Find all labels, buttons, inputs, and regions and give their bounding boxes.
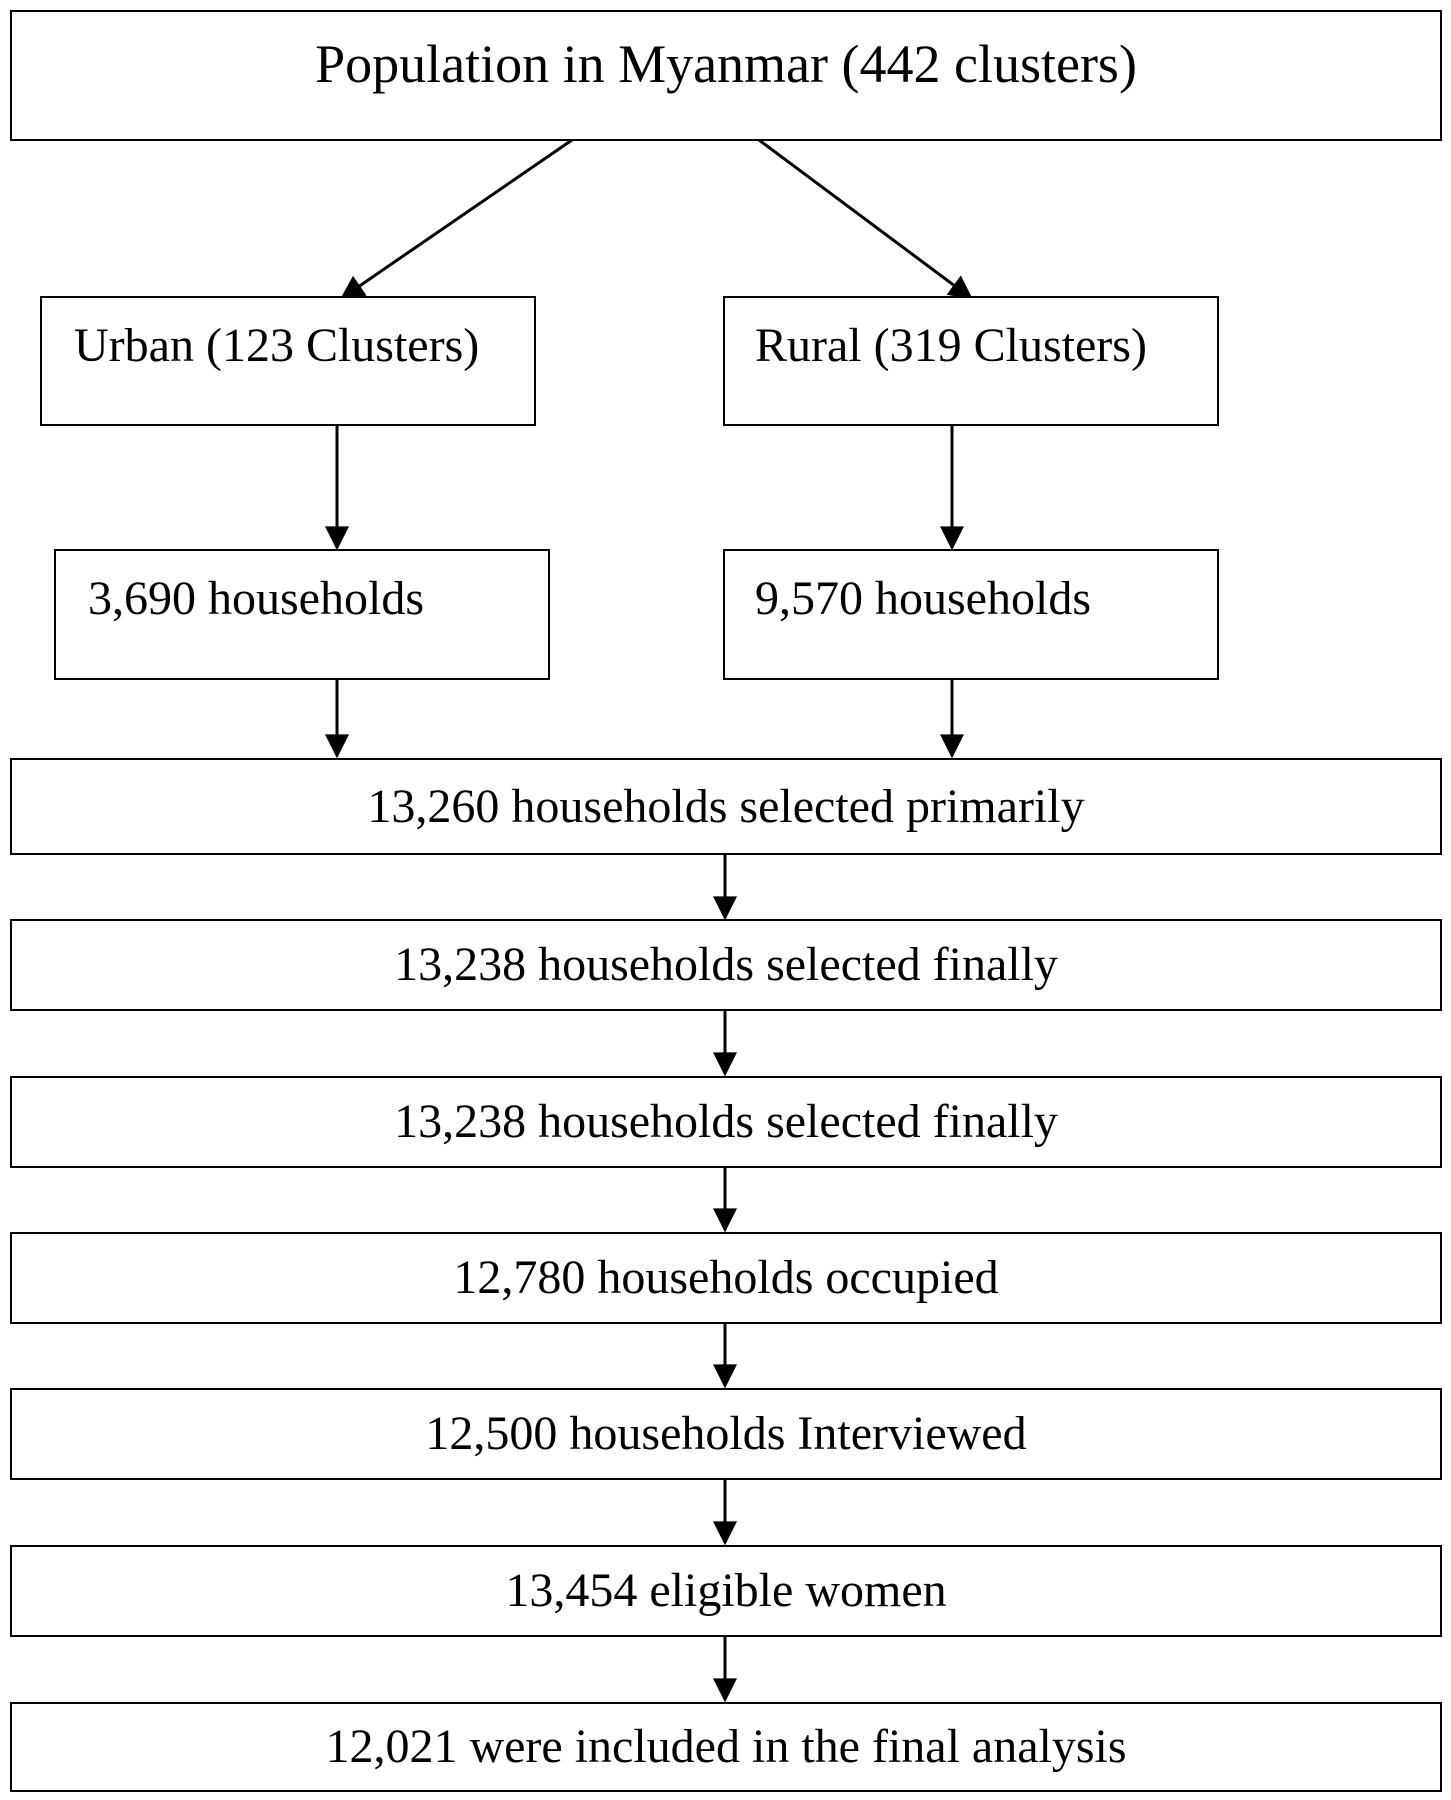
arrow-top-to-rural [758,138,973,300]
rural-households-box: 9,570 households [723,549,1219,680]
rural-clusters-label: Rural (319 Clusters) [755,319,1147,372]
step-label-7: 12,021 were included in the final analys… [325,1720,1127,1773]
urban-households-label: 3,690 households [88,572,424,625]
step-box-2: 13,238 households selected finally [10,919,1442,1011]
urban-households-box: 3,690 households [54,549,550,680]
step-label-1: 13,260 households selected primarily [367,779,1085,833]
population-box: Population in Myanmar (442 clusters) [10,10,1442,141]
step-box-7: 12,021 were included in the final analys… [10,1702,1442,1792]
urban-clusters-box: Urban (123 Clusters) [40,296,536,426]
step-label-2: 13,238 households selected finally [394,938,1058,991]
step-box-3: 13,238 households selected finally [10,1076,1442,1168]
urban-clusters-label: Urban (123 Clusters) [74,319,480,372]
population-label: Population in Myanmar (442 clusters) [315,33,1137,94]
step-box-6: 13,454 eligible women [10,1545,1442,1637]
step-box-1: 13,260 households selected primarily [10,758,1442,855]
step-label-4: 12,780 households occupied [453,1251,999,1304]
step-label-5: 12,500 households Interviewed [425,1407,1027,1460]
step-label-3: 13,238 households selected finally [394,1095,1058,1148]
step-box-4: 12,780 households occupied [10,1232,1442,1324]
step-box-5: 12,500 households Interviewed [10,1388,1442,1480]
arrow-top-to-urban [340,138,573,300]
step-label-6: 13,454 eligible women [505,1564,947,1617]
rural-households-label: 9,570 households [755,572,1091,625]
rural-clusters-box: Rural (319 Clusters) [723,296,1219,426]
